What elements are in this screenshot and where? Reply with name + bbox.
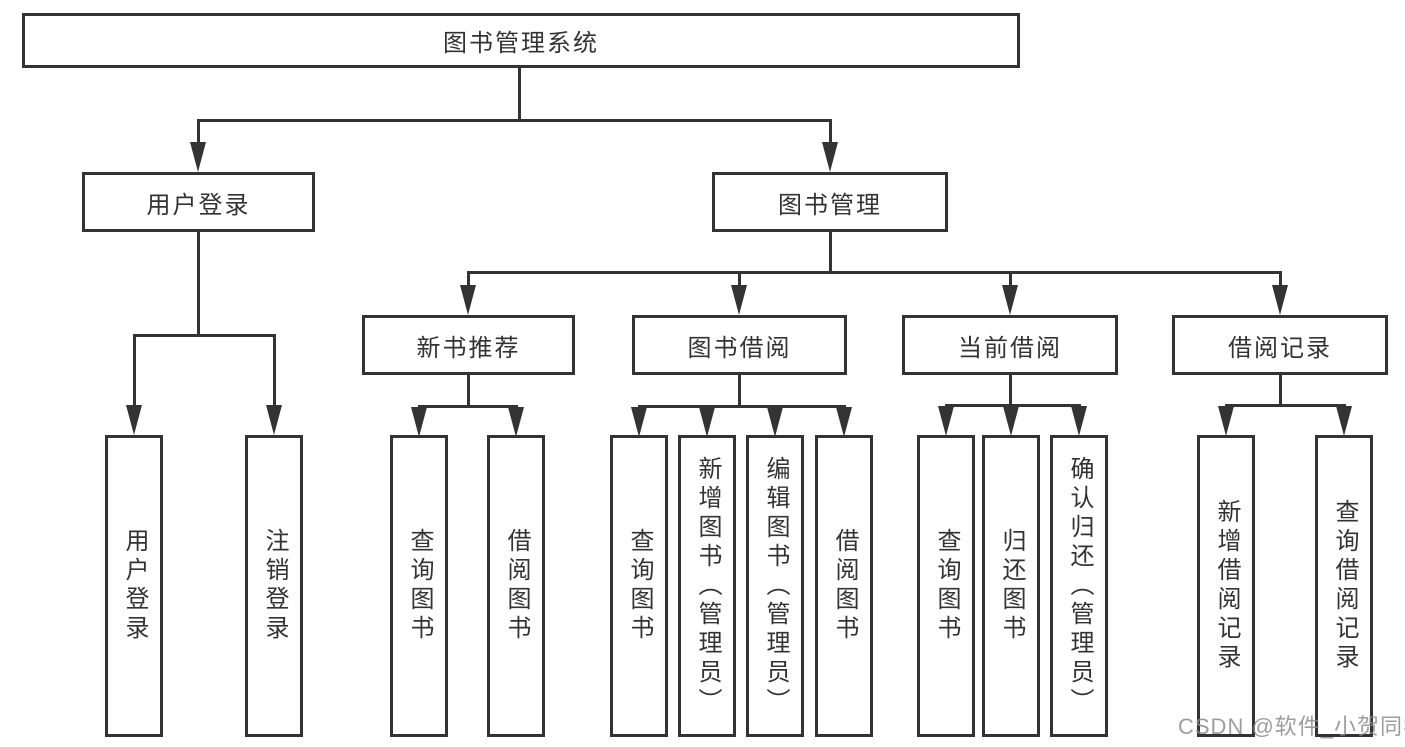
leaf-query-borrow-record: 查询借阅记录 [1315, 435, 1373, 737]
node-borrowing-records: 借阅记录 [1172, 315, 1388, 375]
node-current-borrowing: 当前借阅 [902, 315, 1118, 375]
leaf-borrow-books-borrowing: 借阅图书 [815, 435, 873, 737]
connector-hline [638, 405, 846, 408]
arrow-down-icon [508, 407, 524, 437]
connector-hline [197, 119, 832, 122]
connector-vline [738, 271, 741, 288]
node-book-management: 图书管理 [712, 172, 948, 232]
arrow-down-icon [460, 285, 476, 315]
leaf-query-books-recommend: 查询图书 [390, 435, 448, 737]
arrow-down-icon [126, 405, 142, 435]
arrow-down-icon [938, 406, 954, 436]
arrow-down-icon [767, 407, 783, 437]
arrow-down-icon [266, 405, 282, 435]
node-new-book-recommendation: 新书推荐 [362, 315, 575, 375]
node-book-borrowing: 图书借阅 [632, 315, 847, 375]
csdn-watermark: CSDN @软件_小贺同学 [1178, 714, 1405, 739]
connector-vline [133, 334, 136, 408]
connector-vline [1009, 375, 1012, 407]
leaf-user-login: 用户登录 [105, 435, 163, 737]
connector-vline [273, 334, 276, 408]
leaf-query-books-current: 查询图书 [917, 435, 975, 737]
arrow-down-icon [1002, 285, 1018, 315]
arrow-down-icon [631, 407, 647, 437]
connector-vline [467, 271, 470, 288]
arrow-down-icon [1272, 285, 1288, 315]
node-library-management-system: 图书管理系统 [22, 13, 1020, 68]
arrow-down-icon [731, 285, 747, 315]
leaf-add-borrow-record: 新增借阅记录 [1197, 435, 1255, 737]
connector-vline [829, 119, 832, 145]
arrow-down-icon [1336, 406, 1352, 436]
leaf-query-books-borrowing: 查询图书 [610, 435, 668, 737]
arrow-down-icon [699, 407, 715, 437]
leaf-confirm-return-admin: 确认归还（管理员） [1050, 435, 1108, 737]
leaf-logout: 注销登录 [245, 435, 303, 737]
connector-hline [418, 405, 518, 408]
leaf-add-book-admin: 新增图书（管理员） [678, 435, 736, 737]
connector-hline [467, 271, 1281, 274]
connector-vline [467, 375, 470, 408]
connector-hline [945, 404, 1081, 407]
arrow-down-icon [836, 407, 852, 437]
connector-vline [1279, 271, 1282, 288]
leaf-return-book: 归还图书 [982, 435, 1040, 737]
leaf-edit-book-admin: 编辑图书（管理员） [746, 435, 804, 737]
connector-vline [738, 375, 741, 408]
arrow-down-icon [190, 142, 206, 172]
connector-vline [518, 68, 521, 121]
connector-vline [1279, 375, 1282, 407]
arrow-down-icon [411, 407, 427, 437]
connector-hline [1225, 404, 1346, 407]
connector-vline [197, 119, 200, 145]
connector-vline [1009, 271, 1012, 288]
arrow-down-icon [1003, 406, 1019, 436]
arrow-down-icon [822, 142, 838, 172]
node-user-login: 用户登录 [82, 172, 315, 232]
connector-vline [829, 232, 832, 273]
leaf-borrow-books-recommend: 借阅图书 [487, 435, 545, 737]
arrow-down-icon [1218, 406, 1234, 436]
connector-hline [133, 334, 276, 337]
arrow-down-icon [1071, 406, 1087, 436]
connector-vline [197, 232, 200, 335]
